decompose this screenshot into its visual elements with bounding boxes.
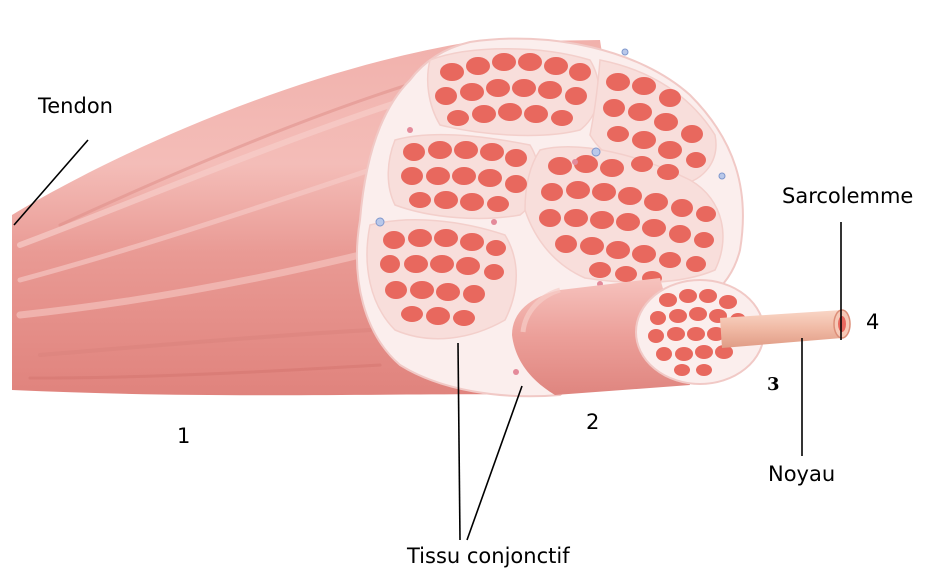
number-4: 4 [866,310,879,334]
tissu-conjonctif-label: Tissu conjonctif [407,544,570,568]
tissu-leader-right [467,386,522,540]
sarcolemme-label: Sarcolemme [782,184,913,208]
noyau-label: Noyau [768,462,835,486]
number-1: 1 [177,424,190,448]
number-2: 2 [586,410,599,434]
tendon-label: Tendon [38,94,113,118]
number-3: 3 [767,374,780,395]
